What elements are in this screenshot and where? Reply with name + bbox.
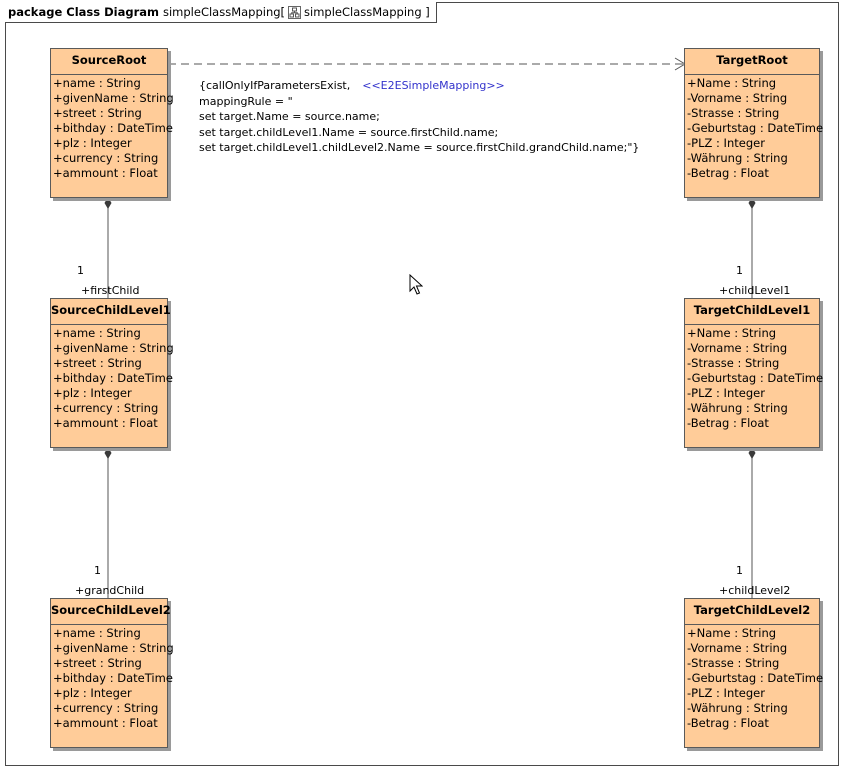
mapping-stereotype: <<E2ESimpleMapping>> (362, 79, 505, 92)
grand-child-role: +grandChild (75, 584, 145, 597)
attribute: -Betrag : Float (687, 716, 769, 730)
attribute: -Währung : String (687, 401, 788, 415)
attribute: -Betrag : Float (687, 416, 769, 430)
frame-diagram-ref: simpleClassMapping ] (304, 5, 430, 19)
attribute: +givenName : String (53, 91, 174, 105)
attribute: +street : String (53, 356, 142, 370)
attribute: +currency : String (53, 151, 159, 165)
grand-child-multiplicity: 1 (94, 564, 101, 577)
mapping-rule-label[interactable]: {callOnlyIfParametersExist,<<E2ESimpleMa… (199, 78, 639, 156)
class-diagram-icon (288, 5, 302, 19)
child-level1-multiplicity: 1 (736, 264, 743, 277)
class-source-child-level1[interactable]: SourceChildLevel1 +name : String +givenN… (50, 298, 174, 448)
attribute: -Vorname : String (687, 341, 788, 355)
attribute: +bithday : DateTime (53, 671, 173, 685)
attribute: +street : String (53, 656, 142, 670)
attribute-compartment: +name : String +givenName : String +stre… (51, 624, 174, 731)
mouse-cursor-icon (409, 274, 423, 295)
class-name: TargetChildLevel1 (693, 303, 811, 317)
attribute: +plz : Integer (53, 686, 132, 700)
target-child-level1-composition-diamond (748, 197, 756, 209)
child-level2-role: +childLevel2 (719, 584, 791, 597)
class-name: SourceRoot (71, 53, 147, 67)
attribute: +ammount : Float (53, 716, 158, 730)
class-source-root[interactable]: SourceRoot +name : String +givenName : S… (50, 48, 174, 198)
attribute: +givenName : String (53, 641, 174, 655)
attribute: +street : String (53, 106, 142, 120)
attribute: +currency : String (53, 401, 159, 415)
attribute-compartment: +Name : String -Vorname : String -Strass… (685, 324, 824, 431)
attribute: -PLZ : Integer (687, 686, 765, 700)
attribute: +Name : String (687, 626, 777, 640)
mapping-line: mappingRule = " (199, 94, 293, 108)
attribute: +bithday : DateTime (53, 371, 173, 385)
attribute: -Vorname : String (687, 641, 788, 655)
class-name: SourceChildLevel2 (51, 603, 171, 617)
mapping-line: set target.childLevel1.Name = source.fir… (199, 125, 499, 139)
attribute-compartment: +Name : String -Vorname : String -Strass… (685, 624, 824, 731)
attribute: -Strasse : String (687, 656, 780, 670)
class-source-child-level2[interactable]: SourceChildLevel2 +name : String +givenN… (50, 598, 174, 748)
class-name: TargetChildLevel2 (693, 603, 811, 617)
attribute: +plz : Integer (53, 136, 132, 150)
attribute-compartment: +name : String +givenName : String +stre… (51, 74, 174, 181)
class-target-child-level2[interactable]: TargetChildLevel2 +Name : String -Vornam… (684, 598, 824, 748)
attribute: +givenName : String (53, 341, 174, 355)
attribute: -Währung : String (687, 151, 788, 165)
class-target-root[interactable]: TargetRoot +Name : String -Vorname : Str… (684, 48, 824, 198)
source-first-child-composition-diamond (104, 197, 112, 209)
attribute: +bithday : DateTime (53, 121, 173, 135)
attribute: -PLZ : Integer (687, 386, 765, 400)
first-child-multiplicity: 1 (77, 264, 84, 277)
attribute: -PLZ : Integer (687, 136, 765, 150)
class-target-child-level1[interactable]: TargetChildLevel1 +Name : String -Vornam… (684, 298, 824, 448)
attribute: -Geburtstag : DateTime (687, 671, 824, 685)
mapping-line: {callOnlyIfParametersExist,<<E2ESimpleMa… (199, 79, 505, 92)
target-child-level2-composition-diamond (748, 447, 756, 459)
attribute: +ammount : Float (53, 416, 158, 430)
attribute: -Geburtstag : DateTime (687, 371, 824, 385)
attribute: -Geburtstag : DateTime (687, 121, 824, 135)
attribute: -Strasse : String (687, 106, 780, 120)
attribute: -Vorname : String (687, 91, 788, 105)
mapping-line: set target.childLevel1.childLevel2.Name … (199, 141, 640, 154)
class-name: TargetRoot (716, 53, 788, 67)
attribute-compartment: +name : String +givenName : String +stre… (51, 324, 174, 431)
attribute: -Währung : String (687, 701, 788, 715)
mapping-line: set target.Name = source.name; (199, 110, 380, 123)
diagram-frame-header: package Class Diagram simpleClassMapping… (5, 2, 437, 23)
attribute: +Name : String (687, 76, 777, 90)
source-grand-child-composition-diamond (104, 447, 112, 459)
attribute: +name : String (53, 626, 141, 640)
attribute: +currency : String (53, 701, 159, 715)
attribute: +ammount : Float (53, 166, 158, 180)
child-level2-multiplicity: 1 (736, 564, 743, 577)
frame-diagram-name: simpleClassMapping[ (162, 5, 286, 19)
class-name: SourceChildLevel1 (51, 303, 171, 317)
child-level1-role: +childLevel1 (719, 284, 791, 297)
attribute-compartment: +Name : String -Vorname : String -Strass… (685, 74, 824, 181)
attribute: -Strasse : String (687, 356, 780, 370)
attribute: +name : String (53, 326, 141, 340)
attribute: +plz : Integer (53, 386, 132, 400)
attribute: +Name : String (687, 326, 777, 340)
first-child-role: +firstChild (81, 284, 140, 297)
attribute: -Betrag : Float (687, 166, 769, 180)
attribute: +name : String (53, 76, 141, 90)
frame-keyword: package Class Diagram (8, 5, 159, 19)
